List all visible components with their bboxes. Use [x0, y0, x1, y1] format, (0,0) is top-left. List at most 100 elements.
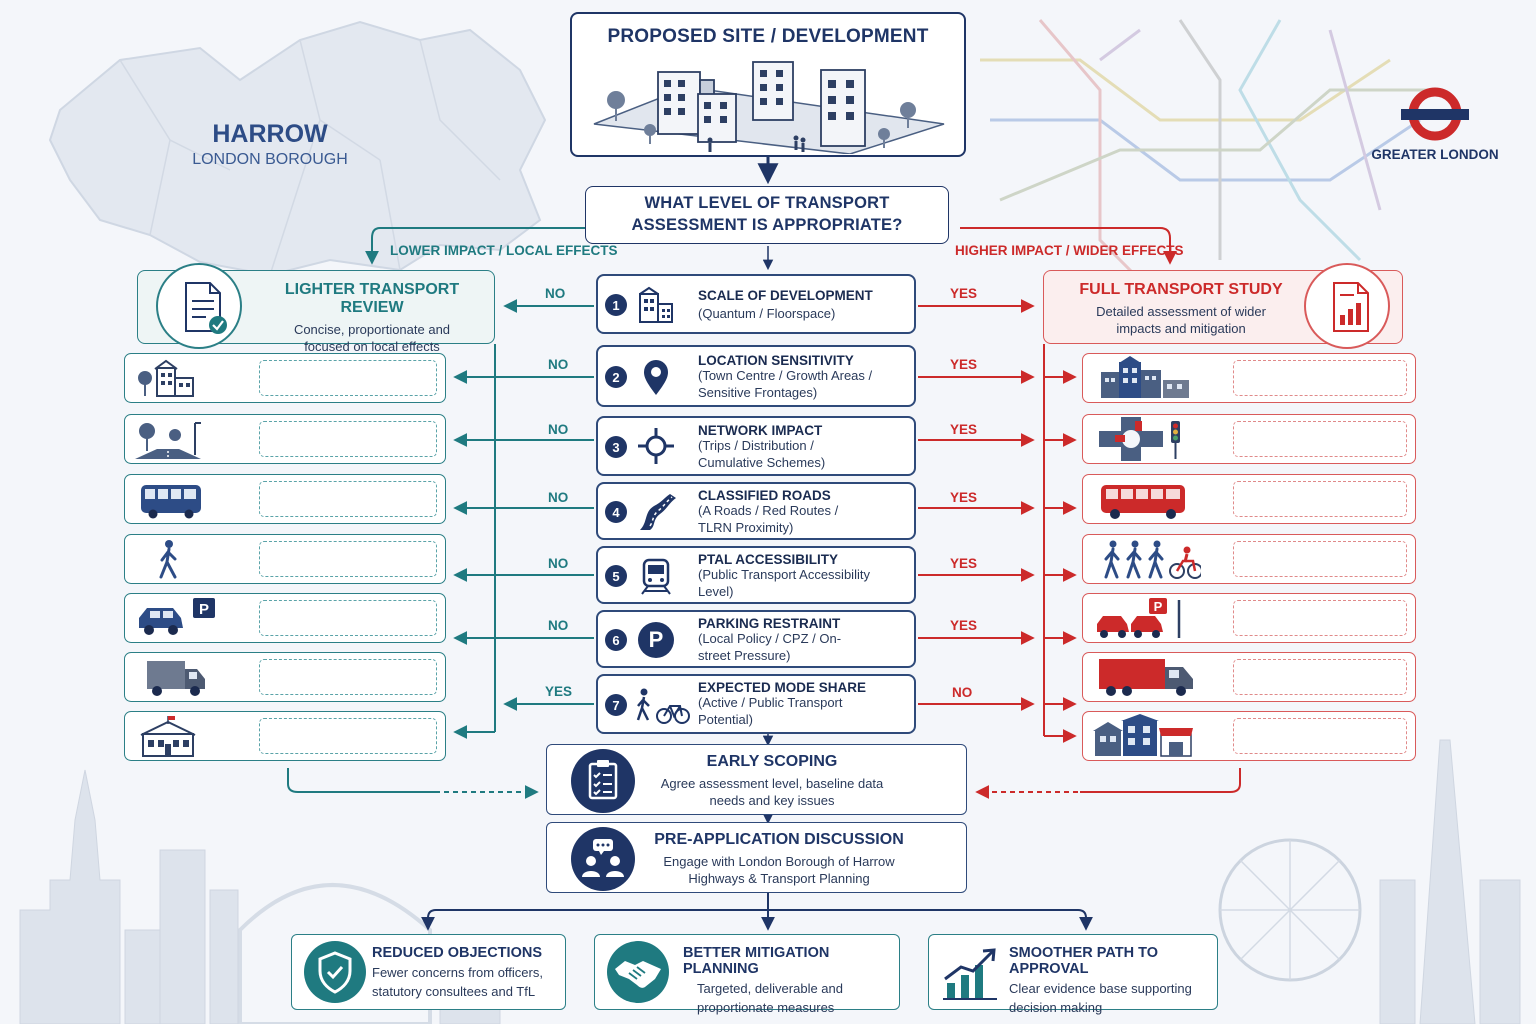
full-row-4: [1082, 534, 1416, 584]
outcome-title: BETTER MITIGATION PLANNING: [683, 945, 830, 977]
criterion-4: 4 CLASSIFIED ROADS (A Roads / Red Routes…: [596, 482, 916, 540]
criterion-number: 5: [605, 565, 627, 587]
placeholder-slot: [1233, 421, 1407, 457]
criterion-sub: (Public Transport Accessibility Level): [698, 567, 870, 599]
criterion-title: LOCATION SENSITIVITY: [698, 353, 854, 368]
left-branch-label: LOWER IMPACT / LOCAL EFFECTS: [390, 243, 618, 258]
criterion-sub: (Active / Public Transport Potential): [698, 695, 843, 727]
criterion-6: 6 P PARKING RESTRAINT (Local Policy / CP…: [596, 610, 916, 668]
placeholder-slot: [259, 541, 437, 577]
criterion-title: NETWORK IMPACT: [698, 423, 823, 438]
clipboard-icon: [588, 760, 618, 800]
criterion-sub: (Local Policy / CPZ / On-street Pressure…: [698, 631, 842, 663]
site-title: PROPOSED SITE / DEVELOPMENT: [607, 26, 929, 47]
criterion-sub: (Trips / Distribution / Cumulative Schem…: [698, 438, 826, 470]
shield-check-icon: [318, 951, 352, 994]
borough-subtitle: LONDON BOROUGH: [192, 151, 348, 168]
borough-label: HARROW LONDON BOROUGH: [180, 120, 360, 169]
lighter-title: LIGHTER TRANSPORT REVIEW: [284, 281, 460, 316]
right-branch-label: HIGHER IMPACT / WIDER EFFECTS: [955, 243, 1184, 258]
full-row-5: P: [1082, 593, 1416, 643]
question-box: WHAT LEVEL OF TRANSPORT ASSESSMENT IS AP…: [585, 186, 949, 244]
criteria-connectors: [287, 299, 1241, 931]
question-text: WHAT LEVEL OF TRANSPORT ASSESSMENT IS AP…: [631, 194, 903, 234]
preapp-desc: Engage with London Borough of Harrow Hig…: [663, 854, 895, 886]
outcome-desc: Fewer concerns from officers, statutory …: [372, 965, 543, 999]
roundel-icon: [1401, 87, 1469, 141]
lighter-row-3: [124, 474, 446, 524]
lighter-row-5: P: [124, 593, 446, 643]
road-icon: [640, 494, 676, 530]
outcome-smoother-approval: SMOOTHER PATH TO APPROVAL Clear evidence…: [928, 934, 1218, 1015]
criterion-2-right-answer: YES: [950, 357, 978, 372]
region-badge: GREATER LONDON: [1362, 86, 1508, 162]
criterion-3-left-answer: NO: [548, 422, 569, 437]
criterion-number: 3: [605, 436, 627, 458]
region-label: GREATER LONDON: [1371, 147, 1499, 162]
harrow-map-shape: [48, 20, 547, 277]
full-row-3: [1082, 474, 1416, 524]
parking-icon: P: [638, 622, 674, 658]
criterion-5-left-answer: NO: [548, 556, 569, 571]
criterion-2: 2 LOCATION SENSITIVITY (Town Centre / Gr…: [596, 345, 916, 407]
full-icon-circle: [1304, 263, 1390, 349]
meeting-icon: [582, 839, 624, 877]
train-icon: [641, 558, 671, 595]
criterion-5-right-answer: YES: [950, 556, 978, 571]
full-row-2: [1082, 414, 1416, 464]
criterion-6-left-answer: NO: [548, 618, 569, 633]
criterion-sub: (A Roads / Red Routes / TLRN Proximity): [698, 503, 839, 535]
cars-parking-icon: P: [1097, 598, 1181, 638]
street-icon: [135, 422, 201, 459]
lighter-icon-circle: [156, 263, 242, 349]
criterion-5: 5 PTAL ACCESSIBILITY (Public Transport A…: [596, 546, 916, 604]
criterion-number: 6: [605, 629, 627, 651]
criterion-title: SCALE OF DEVELOPMENT: [698, 288, 873, 303]
handshake-icon: [615, 961, 661, 988]
criterion-3: 3 NETWORK IMPACT (Trips / Distribution /…: [596, 416, 916, 476]
skyline-left: [19, 769, 501, 1024]
people-cyclist-icon: [1104, 540, 1201, 579]
criterion-title: PARKING RESTRAINT: [698, 616, 841, 631]
growth-chart-icon: [943, 948, 997, 1000]
lorry-icon: [1099, 659, 1193, 696]
full-title: FULL TRANSPORT STUDY: [1079, 281, 1283, 298]
placeholder-slot: [1233, 541, 1407, 577]
document-check-icon: [185, 282, 227, 334]
criterion-4-right-answer: YES: [950, 490, 978, 505]
placeholder-slot: [259, 718, 437, 754]
scoping-title: EARLY SCOPING: [706, 753, 838, 770]
outcome-better-mitigation: BETTER MITIGATION PLANNING Targeted, del…: [594, 934, 900, 1015]
early-scoping-box: EARLY SCOPING Agree assessment level, ba…: [546, 744, 967, 815]
criterion-2-left-answer: NO: [548, 357, 569, 372]
lighter-review-box: LIGHTER TRANSPORT REVIEW Concise, propor…: [137, 263, 495, 354]
report-chart-icon: [1333, 282, 1369, 332]
criterion-title: CLASSIFIED ROADS: [698, 488, 831, 503]
van-icon: [147, 661, 205, 696]
placeholder-slot: [1233, 481, 1407, 517]
placeholder-slot: [1233, 718, 1407, 754]
placeholder-slot: [1233, 600, 1407, 636]
site-box: PROPOSED SITE / DEVELOPMENT: [570, 12, 966, 157]
criterion-sub: (Town Centre / Growth Areas / Sensitive …: [698, 368, 873, 400]
preapp-title: PRE-APPLICATION DISCUSSION: [654, 831, 904, 848]
town-buildings-icon: [1101, 356, 1189, 398]
lighter-row-4: [124, 534, 446, 584]
criterion-number: 1: [605, 294, 627, 316]
walk-cycle-icon: [636, 688, 690, 724]
outcome-desc: Clear evidence base supporting decision …: [1009, 981, 1192, 1015]
pre-application-box: PRE-APPLICATION DISCUSSION Engage with L…: [546, 822, 967, 893]
criterion-4-left-answer: NO: [548, 490, 569, 505]
pedestrian-icon: [159, 540, 177, 579]
placeholder-slot: [259, 481, 437, 517]
placeholder-slot: [259, 600, 437, 636]
criterion-6-right-answer: YES: [950, 618, 978, 633]
criterion-number: 2: [605, 366, 627, 388]
buildings-icon: [639, 286, 673, 323]
criterion-sub: (Quantum / Floorspace): [698, 306, 836, 321]
criterion-7: 7 EXPECTED MODE SHARE (Active / Public T…: [596, 674, 916, 734]
development-illustration: [593, 61, 945, 154]
lighter-row-7: [124, 711, 446, 761]
car-parking-icon: P: [139, 598, 215, 635]
